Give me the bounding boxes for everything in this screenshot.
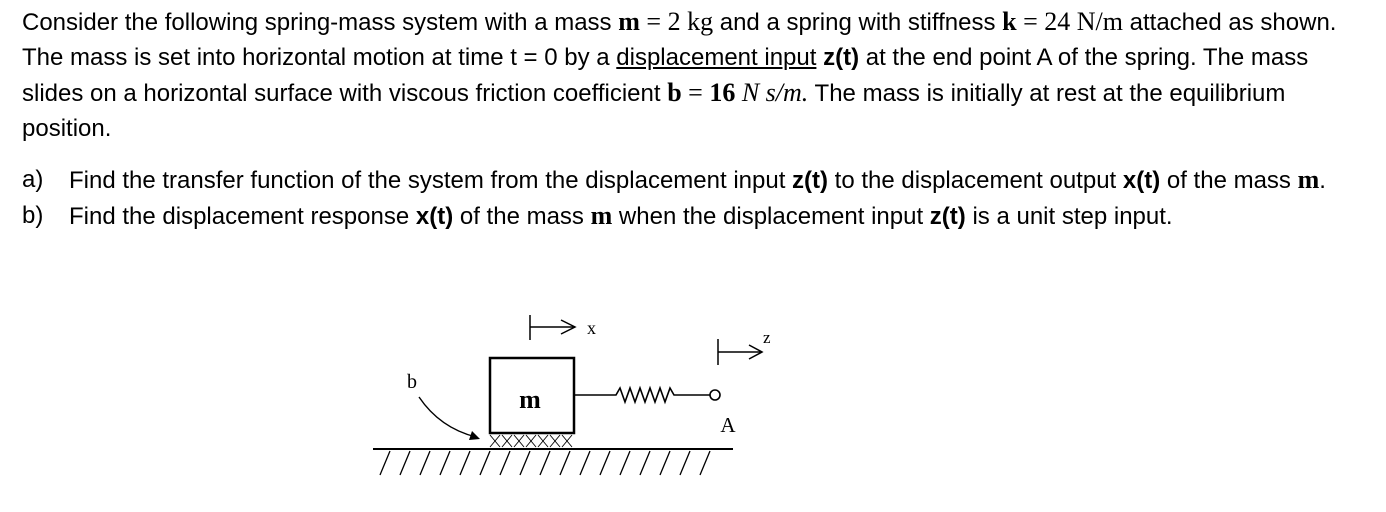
problem-statement: Consider the following spring-mass syste… (22, 4, 1372, 146)
x-of-t-symbol: x(t) (415, 203, 454, 230)
friction-layer (489, 434, 573, 448)
x-displacement-arrow (529, 315, 577, 340)
intro-text-3: attached as shown. The mass is set into … (22, 9, 1337, 71)
x-label: x (587, 318, 596, 338)
z-displacement-arrow (717, 339, 764, 365)
question-b-text-4: is a unit step input. (965, 203, 1173, 230)
z-of-t-symbol: z(t) (929, 203, 966, 230)
spring (574, 385, 710, 405)
stiffness-value: 24 N/m (1044, 7, 1123, 36)
mass-value: 2 kg (667, 7, 714, 36)
arrowhead (469, 431, 480, 440)
question-b-text-3: when the displacement input (612, 203, 930, 230)
z-label: z (763, 328, 771, 347)
question-a-text-2: to the displacement output (828, 167, 1123, 194)
x-of-t-symbol: x(t) (1122, 167, 1161, 194)
question-b-label: b) (22, 202, 44, 229)
friction-unit: N s/m. (735, 78, 809, 107)
friction-pointer-arrow (418, 396, 477, 438)
friction-value: 16 (709, 78, 736, 107)
question-b: b) Find the displacement response x(t) of… (22, 198, 1372, 234)
question-a: a) Find the transfer function of the syst… (22, 162, 1372, 198)
intro-text-1: Consider the following spring-mass syste… (22, 9, 619, 36)
question-b-text-2: of the mass (453, 203, 591, 230)
question-a-text-4: . (1319, 167, 1326, 194)
point-a-label: A (720, 413, 736, 437)
question-a-label: a) (22, 166, 44, 193)
intro-text-2: and a spring with stiffness (713, 9, 1003, 36)
z-of-t-symbol: z(t) (823, 44, 860, 71)
intro-text-5: The mass is initially at rest at the equ… (22, 80, 1286, 142)
displacement-input-link[interactable]: displacement input (616, 44, 817, 71)
z-of-t-symbol: z(t) (792, 167, 829, 194)
question-a-text-3: of the mass (1160, 167, 1298, 194)
equals-sign: = (639, 7, 668, 36)
question-a-text-1: Find the transfer function of the system… (69, 167, 793, 194)
stiffness-symbol: k (1002, 7, 1017, 36)
point-a-circle (709, 389, 721, 401)
question-b-text-1: Find the displacement response (69, 203, 416, 230)
mass-block (488, 356, 576, 435)
friction-symbol: b (667, 78, 682, 107)
friction-b-label: b (407, 371, 417, 393)
ground-hatching (379, 450, 711, 476)
equals-sign: = (681, 78, 710, 107)
problem-text: Consider the following spring-mass syste… (22, 4, 1372, 234)
mass-label: m (519, 385, 541, 414)
mass-symbol: m (618, 7, 640, 36)
equals-sign: = (1016, 7, 1045, 36)
mass-symbol: m (590, 201, 613, 230)
intro-text-4: at the end point A of the spring. The ma… (22, 44, 1309, 107)
mass-symbol: m (1297, 165, 1320, 194)
